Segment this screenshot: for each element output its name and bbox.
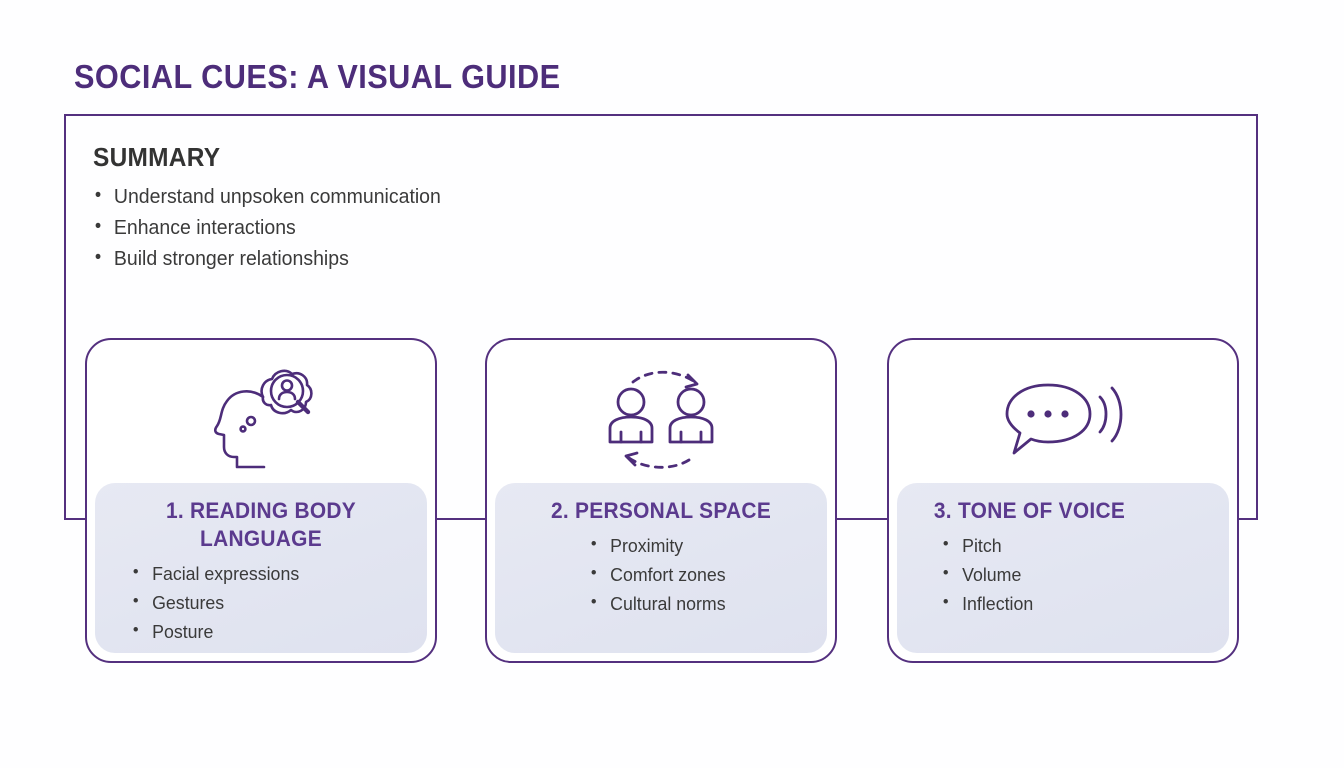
card-3-heading: 3. TONE OF VOICE	[933, 498, 1126, 523]
card-1-panel: 1. READING BODY LANGUAGE Facial expressi…	[95, 483, 427, 653]
page-title: SOCIAL CUES: A VISUAL GUIDE	[74, 58, 561, 95]
summary-block: SUMMARY Understand unpsoken communicatio…	[93, 142, 793, 274]
card-3-bullet-item: Inflection	[941, 587, 1202, 618]
card-tone-of-voice[interactable]: 3. TONE OF VOICE Pitch Volume Inflection	[887, 338, 1239, 663]
card-1-heading: 1. READING BODY LANGUAGE	[165, 498, 357, 551]
card-2-heading: 2. PERSONAL SPACE	[550, 498, 772, 523]
card-3-icon-area	[889, 358, 1237, 480]
card-2-bullet-item: Comfort zones	[589, 558, 802, 589]
summary-bullet-list: Understand unpsoken communication Enhanc…	[93, 180, 793, 274]
card-1-bullet-item: Posture	[131, 615, 400, 646]
summary-bullet-item: Understand unpsoken communication	[93, 180, 758, 212]
card-reading-body-language[interactable]: 1. READING BODY LANGUAGE Facial expressi…	[85, 338, 437, 663]
card-2-bullet-list: Proximity Comfort zones Cultural norms	[511, 529, 811, 618]
card-3-bullet-item: Pitch	[941, 529, 1202, 560]
card-2-panel: 2. PERSONAL SPACE Proximity Comfort zone…	[495, 483, 827, 653]
card-2-icon-area	[487, 358, 835, 480]
summary-heading: SUMMARY	[93, 142, 221, 172]
card-1-icon-area	[87, 358, 435, 480]
summary-bullet-item: Build stronger relationships	[93, 242, 758, 274]
card-personal-space[interactable]: 2. PERSONAL SPACE Proximity Comfort zone…	[485, 338, 837, 663]
card-3-bullet-item: Volume	[941, 558, 1202, 589]
summary-bullet-item: Enhance interactions	[93, 211, 758, 243]
speech-bubble-sound-waves-icon	[1005, 383, 1123, 455]
card-2-bullet-item: Proximity	[589, 529, 802, 560]
card-1-bullet-item: Facial expressions	[131, 557, 400, 588]
card-3-bullet-list: Pitch Volume Inflection	[913, 529, 1213, 618]
card-3-panel: 3. TONE OF VOICE Pitch Volume Inflection	[897, 483, 1229, 653]
head-thought-magnifier-icon	[213, 369, 313, 469]
card-2-bullet-item: Cultural norms	[589, 587, 802, 618]
card-1-bullet-item: Gestures	[131, 586, 400, 617]
two-people-dashed-arrows-icon	[608, 370, 714, 469]
card-1-bullet-list: Facial expressions Gestures Posture	[111, 557, 411, 646]
